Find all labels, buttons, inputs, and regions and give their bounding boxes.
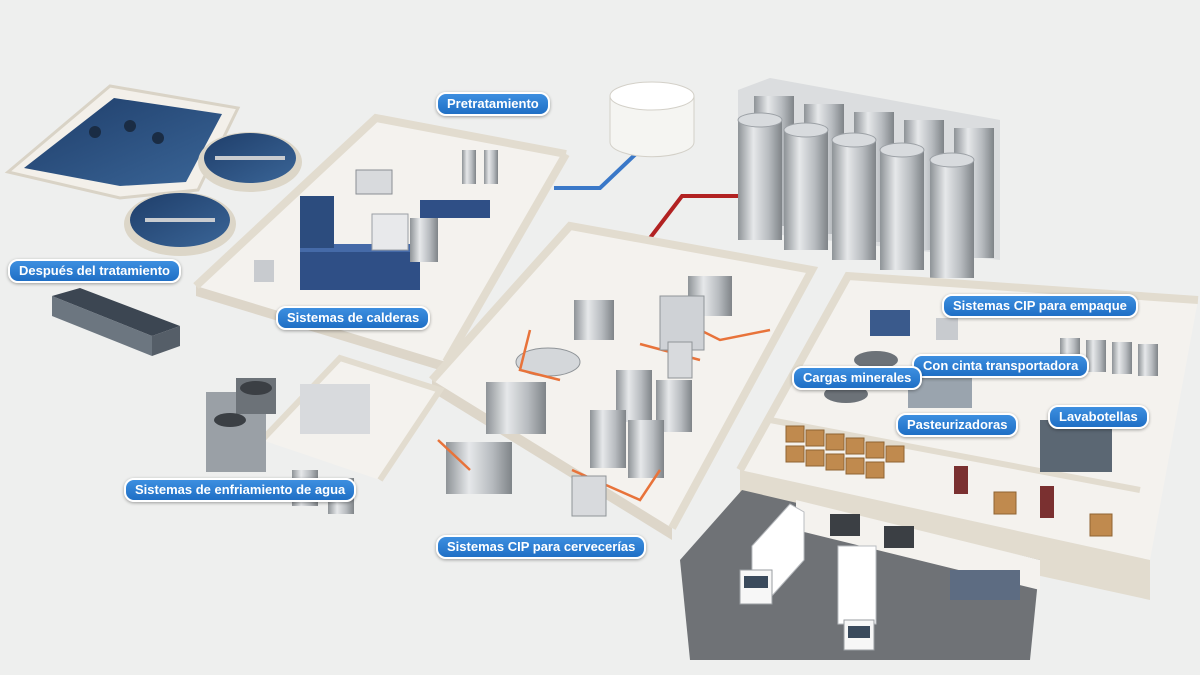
label-pasteurizadoras[interactable]: Pasteurizadoras (896, 413, 1019, 437)
truck-1 (739, 503, 805, 605)
label-cargas-minerales[interactable]: Cargas minerales (792, 366, 923, 390)
label-con-cinta-transportadora[interactable]: Con cinta transportadora (912, 354, 1090, 378)
label-lavabotellas[interactable]: Lavabotellas (1048, 405, 1149, 429)
red-pipe (648, 194, 738, 240)
label-sistemas-cip-empaque[interactable]: Sistemas CIP para empaque (942, 294, 1138, 318)
blue-pipe (554, 148, 642, 190)
after-treatment-unit (52, 288, 180, 356)
label-pretratamiento[interactable]: Pretratamiento (436, 92, 550, 116)
label-sistemas-de-calderas[interactable]: Sistemas de calderas (276, 306, 431, 330)
clarifier-2 (124, 192, 236, 256)
truck-2 (837, 545, 877, 651)
clarifier-1 (198, 132, 302, 192)
silo-farm (737, 78, 1000, 278)
label-sistemas-enfriamiento-agua[interactable]: Sistemas de enfriamiento de agua (124, 478, 357, 502)
brewhouse-building (429, 221, 819, 540)
label-despues-del-tratamiento[interactable]: Después del tratamiento (8, 259, 181, 283)
treatment-lagoon (4, 84, 241, 200)
water-tank (609, 81, 695, 158)
cooling-water-area (206, 354, 445, 514)
label-sistemas-cip-cervecerias[interactable]: Sistemas CIP para cervecerías (436, 535, 647, 559)
